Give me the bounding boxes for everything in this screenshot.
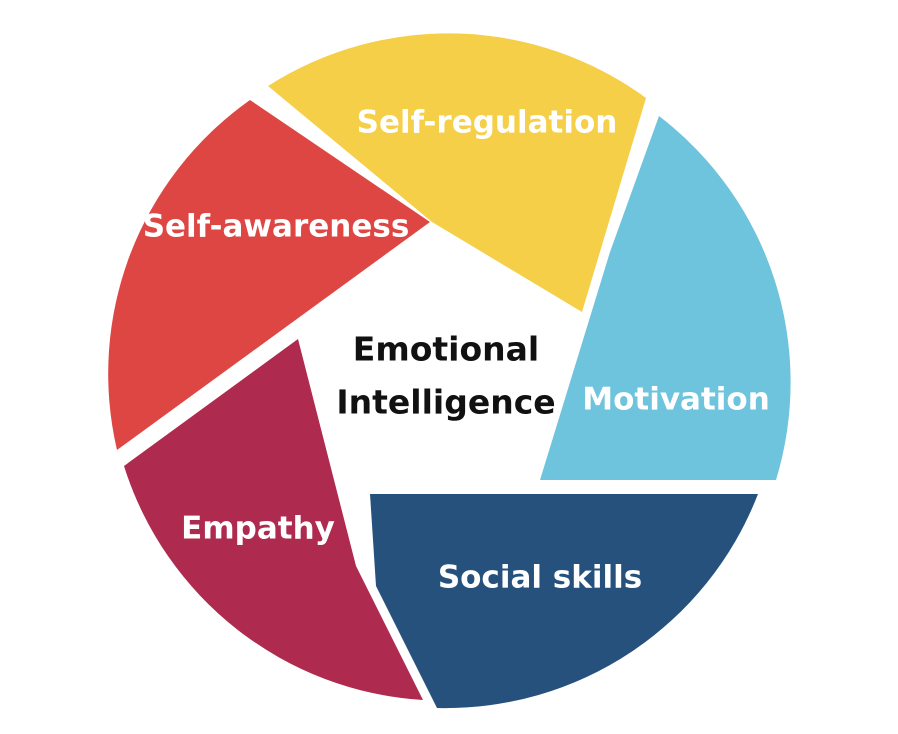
segment-motivation — [540, 116, 791, 480]
label-empathy: Empathy — [181, 511, 335, 547]
segment-empathy — [124, 339, 423, 700]
label-motivation: Motivation — [582, 382, 770, 418]
segment-self-regulation — [268, 33, 646, 313]
label-social-skills: Social skills — [438, 560, 642, 596]
label-self-regulation: Self-regulation — [357, 105, 618, 141]
segment-self-awareness — [108, 100, 430, 450]
segment-social-skills — [370, 494, 758, 709]
center-title-line1: Emotional — [353, 330, 539, 369]
center-title-line2: Intelligence — [336, 383, 555, 422]
label-self-awareness: Self-awareness — [143, 209, 410, 245]
